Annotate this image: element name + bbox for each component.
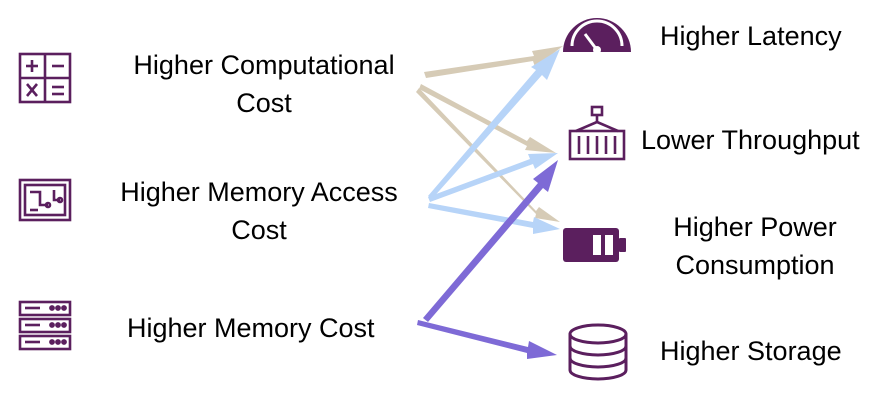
cause-label-line: Higher Computational xyxy=(133,50,395,80)
effect-label-line: Higher Storage xyxy=(660,336,842,366)
effect-label-line: Consumption xyxy=(675,250,835,280)
calculator-icon xyxy=(18,52,72,104)
circuit-board-icon xyxy=(18,178,72,222)
arrow-computational-to-power xyxy=(416,88,560,222)
arrows-computational xyxy=(416,46,563,222)
effect-label-power: Higher Power Consumption xyxy=(650,208,860,284)
cause-label-line: Higher Memory Cost xyxy=(127,313,375,343)
effect-label-line: Higher Latency xyxy=(660,21,842,51)
effect-label-storage: Higher Storage xyxy=(660,332,842,370)
cause-label-computational: Higher Computational Cost xyxy=(118,46,410,122)
battery-icon xyxy=(563,228,626,262)
arrow-computational-to-latency xyxy=(424,46,563,78)
effect-label-line: Lower Throughput xyxy=(641,125,860,155)
arrow-memory-access-to-throughput xyxy=(428,153,558,202)
arrow-memory-access-to-latency xyxy=(428,49,560,199)
arrows-memory xyxy=(417,160,558,359)
cause-label-line: Cost xyxy=(231,215,287,245)
effect-label-line: Higher Power xyxy=(673,212,837,242)
arrows-memory-access xyxy=(428,49,560,234)
arrow-computational-to-throughput xyxy=(419,84,556,153)
effect-label-latency: Higher Latency xyxy=(660,17,842,55)
server-rack-icon xyxy=(18,300,72,351)
cause-label-memory: Higher Memory Cost xyxy=(127,309,375,347)
speedometer-icon xyxy=(563,18,631,54)
cause-label-line: Higher Memory Access xyxy=(120,177,398,207)
shipping-container-icon xyxy=(568,105,626,161)
arrow-memory-to-throughput xyxy=(423,160,558,322)
arrow-memory-access-to-power xyxy=(428,203,560,234)
effect-label-throughput: Lower Throughput xyxy=(641,121,860,159)
database-icon xyxy=(568,323,628,381)
arrow-memory-to-storage xyxy=(417,320,557,359)
cause-label-memory-access: Higher Memory Access Cost xyxy=(106,173,412,249)
cause-label-line: Cost xyxy=(236,88,292,118)
